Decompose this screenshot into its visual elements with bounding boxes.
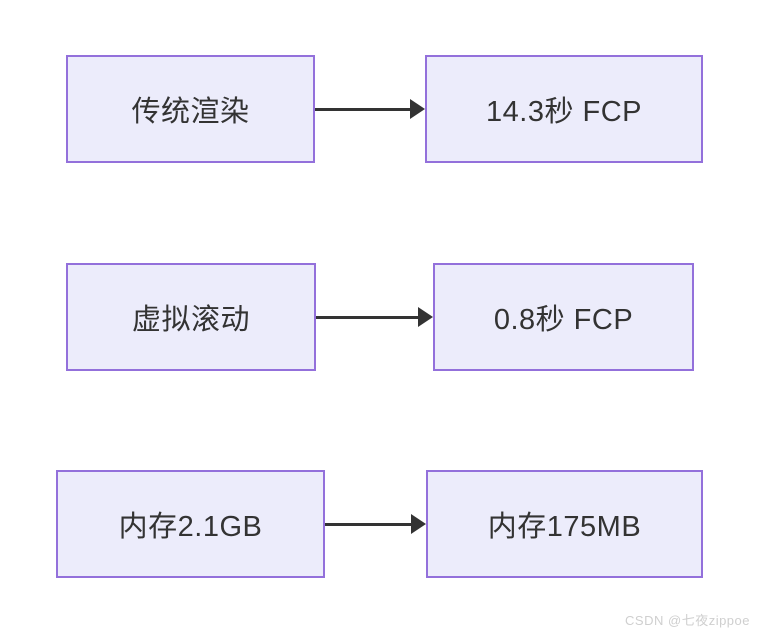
arrow-shaft	[315, 107, 410, 111]
node-memory-before: 内存2.1GB	[56, 470, 325, 578]
arrow-right-icon	[325, 514, 426, 534]
arrow-head-icon	[418, 307, 433, 327]
node-fcp-virtual: 0.8秒 FCP	[433, 263, 694, 371]
csdn-watermark: CSDN @七夜zippoe	[625, 613, 750, 628]
node-traditional-rendering: 传统渲染	[66, 55, 315, 163]
arrow-right-icon	[316, 307, 433, 327]
node-virtual-scrolling: 虚拟滚动	[66, 263, 316, 371]
arrow-head-icon	[411, 514, 426, 534]
arrow-shaft	[325, 522, 411, 526]
arrow-shaft	[316, 315, 418, 319]
arrow-right-icon	[315, 99, 425, 119]
node-memory-after: 内存175MB	[426, 470, 703, 578]
arrow-head-icon	[410, 99, 425, 119]
node-fcp-traditional: 14.3秒 FCP	[425, 55, 703, 163]
